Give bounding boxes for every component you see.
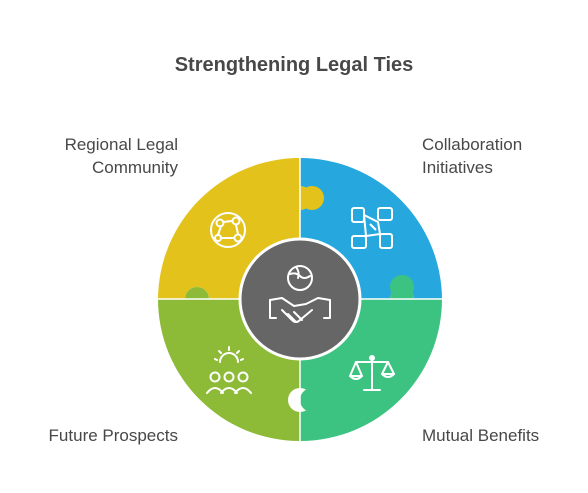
network-icon [210,212,246,248]
label-line: Initiatives [422,158,493,177]
label-mutual-benefits: Mutual Benefits [422,424,539,447]
label-future-prospects: Future Prospects [49,424,178,447]
diagram-title: Strengthening Legal Ties [174,54,414,76]
scales-icon [349,355,395,391]
label-line: Regional Legal [64,135,178,154]
handshake-globe-icon [269,265,331,323]
label-line: Community [92,158,178,177]
joined-hands-icon [351,207,393,249]
label-line: Future Prospects [48,426,178,445]
tab-right [390,275,414,299]
tab-left [185,299,209,323]
people-growth-icon [206,346,252,394]
center-circle [238,237,362,361]
tab-top [300,186,324,210]
tab-bottom [300,388,324,412]
label-collaboration-initiatives: Collaboration Initiatives [422,133,522,179]
label-line: Collaboration [422,135,523,154]
label-line: Mutual Benefits [422,426,540,445]
label-regional-legal-community: Regional Legal Community [65,133,178,179]
